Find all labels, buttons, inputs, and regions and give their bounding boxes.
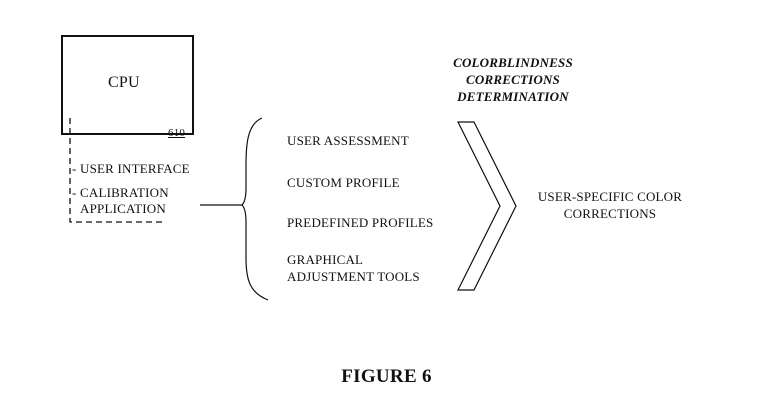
result-label: USER-SPECIFIC COLOR CORRECTIONS <box>510 188 710 222</box>
chevron-arrow <box>457 121 517 291</box>
result-line-1: USER-SPECIFIC COLOR <box>537 189 683 204</box>
determination-line-2: CORRECTIONS <box>466 72 560 87</box>
cpu-extension-dashed-outline <box>69 118 166 223</box>
determination-heading: COLORBLINDNESS CORRECTIONS DETERMINATION <box>418 54 608 105</box>
option-user-assessment: USER ASSESSMENT <box>287 133 409 148</box>
cpu-item-calibration: - CALIBRATION <box>72 185 169 200</box>
determination-line-3: DETERMINATION <box>457 89 569 104</box>
cpu-item-user-interface: - USER INTERFACE <box>72 161 190 176</box>
cpu-reference-number: 610 <box>168 127 186 139</box>
option-graphical: GRAPHICAL <box>287 252 364 267</box>
figure-caption: FIGURE 6 <box>341 366 432 387</box>
result-line-2: CORRECTIONS <box>563 206 657 221</box>
cpu-label: CPU <box>108 74 140 91</box>
cpu-box <box>61 35 194 135</box>
option-adjustment-tools: ADJUSTMENT TOOLS <box>287 269 420 284</box>
option-predefined-profiles: PREDEFINED PROFILES <box>287 215 434 230</box>
options-brace <box>241 117 269 301</box>
determination-line-1: COLORBLINDNESS <box>453 55 573 70</box>
cpu-item-application: APPLICATION <box>80 201 166 216</box>
option-custom-profile: CUSTOM PROFILE <box>287 175 400 190</box>
